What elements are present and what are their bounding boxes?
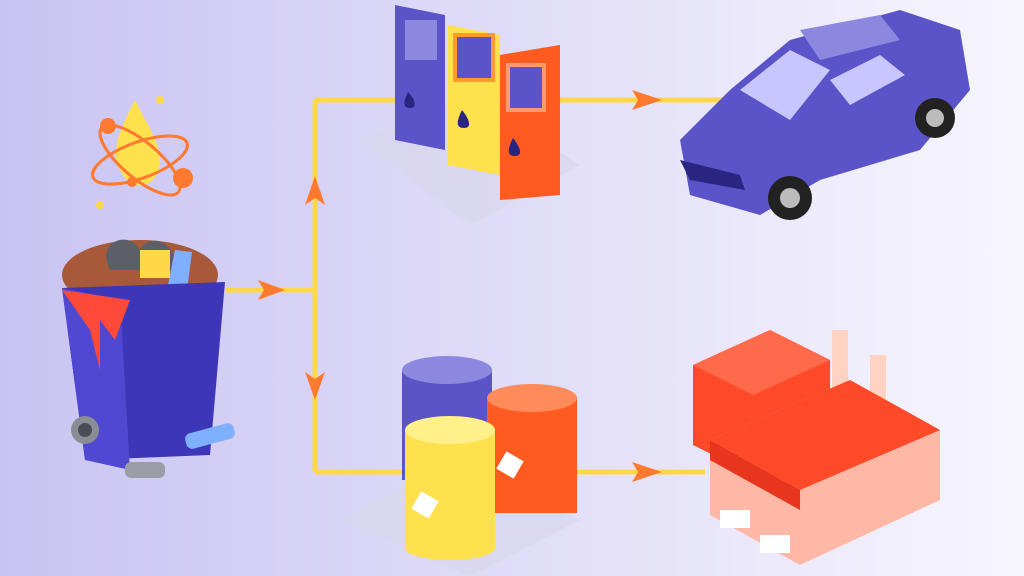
arrow-down-icon: [305, 372, 325, 400]
fuel-drop-atom-icon: [91, 96, 193, 209]
barrel-orange: [487, 384, 577, 513]
car-icon: [680, 10, 970, 220]
fuel-pump-purple: [395, 5, 445, 150]
barrel-yellow: [405, 416, 495, 560]
flow-arrows: [258, 90, 662, 482]
arrow-right-icon: [632, 90, 662, 110]
trash-bin-icon: [62, 239, 235, 478]
arrow-up-icon: [305, 176, 325, 205]
arrow-right-icon: [258, 280, 285, 300]
arrow-right-icon: [632, 462, 662, 482]
factory-icon: [693, 330, 940, 565]
fuel-pump-yellow: [448, 25, 500, 175]
fuel-pump-orange: [500, 45, 560, 200]
fuel-pumps-icon: [360, 5, 580, 225]
oil-barrels-icon: [340, 356, 580, 576]
